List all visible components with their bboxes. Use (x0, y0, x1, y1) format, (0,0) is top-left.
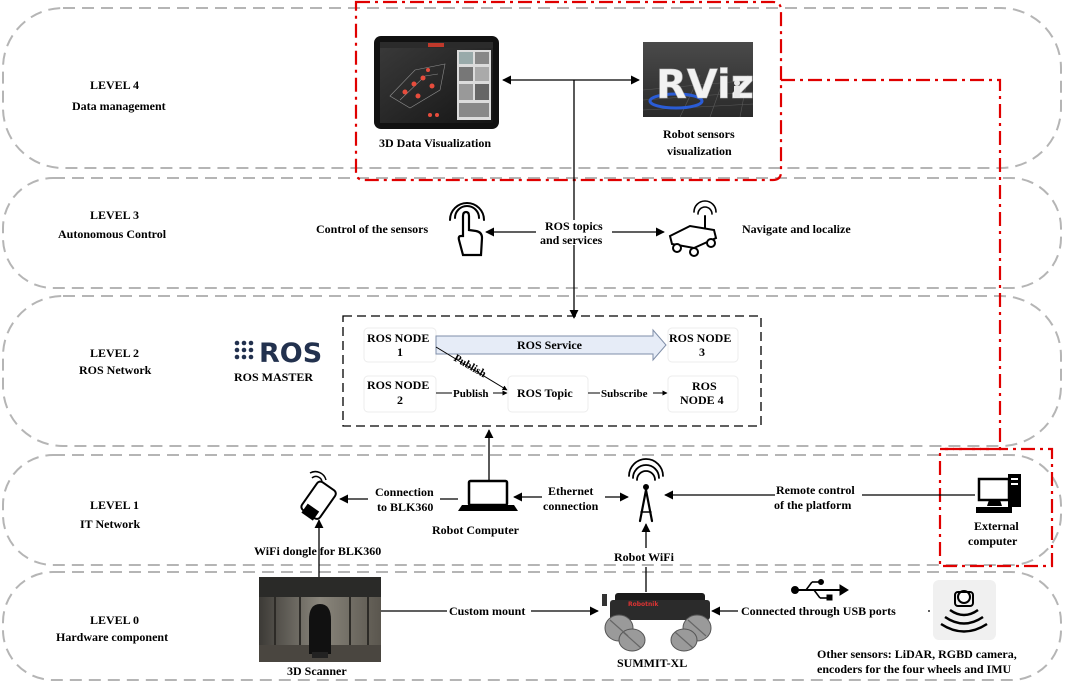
ros-logo: ROS (234, 338, 322, 369)
level2-subtitle: ROS Network (79, 363, 152, 377)
wifi-dongle-label: WiFi dongle for BLK360 (254, 544, 381, 558)
red-boundaries (354, 0, 1054, 568)
other-sensors-line2: encoders for the four wheels and IMU (817, 662, 1012, 676)
publish-diag-arrow (435, 346, 508, 391)
usb-label-bg (738, 603, 928, 619)
rviz-label-line2: visualization (667, 144, 732, 158)
level3-band (2, 177, 1062, 289)
remote-line2: of the platform (774, 498, 851, 512)
node4-box (667, 375, 739, 413)
level1-band (2, 454, 1062, 566)
laptop-icon (458, 479, 518, 511)
data-vis-label: 3D Data Visualization (379, 136, 491, 150)
node2-box (363, 375, 437, 413)
ros-network-box (342, 315, 762, 427)
level4-connectors (502, 75, 640, 319)
robot-car-icon (668, 200, 718, 257)
rviz-label-line1: Robot sensors (663, 127, 735, 141)
scanner-photo (259, 577, 381, 662)
ros-service-arrow (435, 328, 667, 362)
summit-label: SUMMIT-XL (617, 656, 687, 670)
usb-dongle-icon (300, 470, 337, 521)
navigate-label: Navigate and localize (742, 222, 851, 236)
external-red-box (938, 447, 1054, 568)
rviz-logo: RViz (642, 42, 754, 118)
sensor-icon (933, 580, 996, 640)
rviz-logo-text: RViz (656, 62, 754, 108)
usb-icon (791, 579, 849, 601)
node3-line1: ROS NODE (669, 331, 731, 345)
remote-line1: Remote control (776, 483, 855, 497)
node2-line2: 2 (397, 393, 403, 407)
level4-band (2, 7, 1062, 169)
ros-topics-line1: ROS topics (545, 219, 603, 233)
node1-line2: 1 (397, 345, 403, 359)
robot-wifi-label: Robot WiFi (614, 550, 675, 564)
control-sensors-label: Control of the sensors (316, 222, 428, 236)
level-bands (2, 7, 1062, 681)
ros-topics-line2: and services (540, 233, 603, 247)
ethernet-line2: connection (543, 499, 599, 513)
ros-node-boxes (363, 327, 739, 413)
node1-line1: ROS NODE (367, 331, 429, 345)
level2-title: LEVEL 2 (90, 346, 139, 360)
external-line1: External (974, 519, 1019, 533)
ethernet-line1: Ethernet (548, 484, 593, 498)
node3-box (667, 327, 739, 363)
level4-red-box (354, 0, 783, 182)
publish-diag-label: Publish (452, 352, 489, 380)
level0-title: LEVEL 0 (90, 613, 139, 627)
ros-topic-label: ROS Topic (517, 386, 573, 400)
touch-icon (449, 202, 485, 257)
external-line2: computer (968, 534, 1018, 548)
tablet-image (374, 36, 499, 129)
level4-subtitle: Data management (72, 99, 166, 113)
level1-title: LEVEL 1 (90, 498, 139, 512)
antenna-icon (628, 458, 664, 523)
scanner-label: 3D Scanner (287, 664, 347, 678)
level1-subtitle: IT Network (80, 517, 140, 531)
conn-blk-line1: Connection (375, 485, 434, 499)
topic-box (507, 375, 589, 413)
level2-band (2, 295, 1062, 447)
usb-label: Connected through USB ports (741, 604, 896, 618)
custom-mount-label: Custom mount (449, 604, 525, 618)
robot-brand-text: Robotnik (628, 601, 659, 608)
node4-line2: NODE 4 (680, 393, 724, 407)
level3-subtitle: Autonomous Control (58, 227, 167, 241)
level0-subtitle: Hardware component (56, 630, 168, 644)
level0-band (2, 571, 1062, 681)
subscribe-label: Subscribe (601, 388, 648, 400)
conn-blk-line2: to BLK360 (377, 500, 433, 514)
node2-line1: ROS NODE (367, 378, 429, 392)
level3-title: LEVEL 3 (90, 208, 139, 222)
ros-service-label: ROS Service (517, 338, 583, 352)
other-sensors-line1: Other sensors: LiDAR, RGBD camera, (817, 647, 1017, 661)
ros-master-label: ROS MASTER (234, 370, 313, 384)
robot-computer-label: Robot Computer (432, 523, 520, 537)
red-link-path (781, 78, 1002, 451)
level4-title: LEVEL 4 (90, 78, 139, 92)
summit-robot-image: Robotnik (602, 593, 712, 652)
node3-line2: 3 (699, 345, 705, 359)
publish-h-label: Publish (453, 388, 488, 400)
ros-logo-text: ROS (259, 338, 322, 369)
node4-line1: ROS (692, 379, 717, 393)
desktop-computer-icon (976, 474, 1021, 513)
